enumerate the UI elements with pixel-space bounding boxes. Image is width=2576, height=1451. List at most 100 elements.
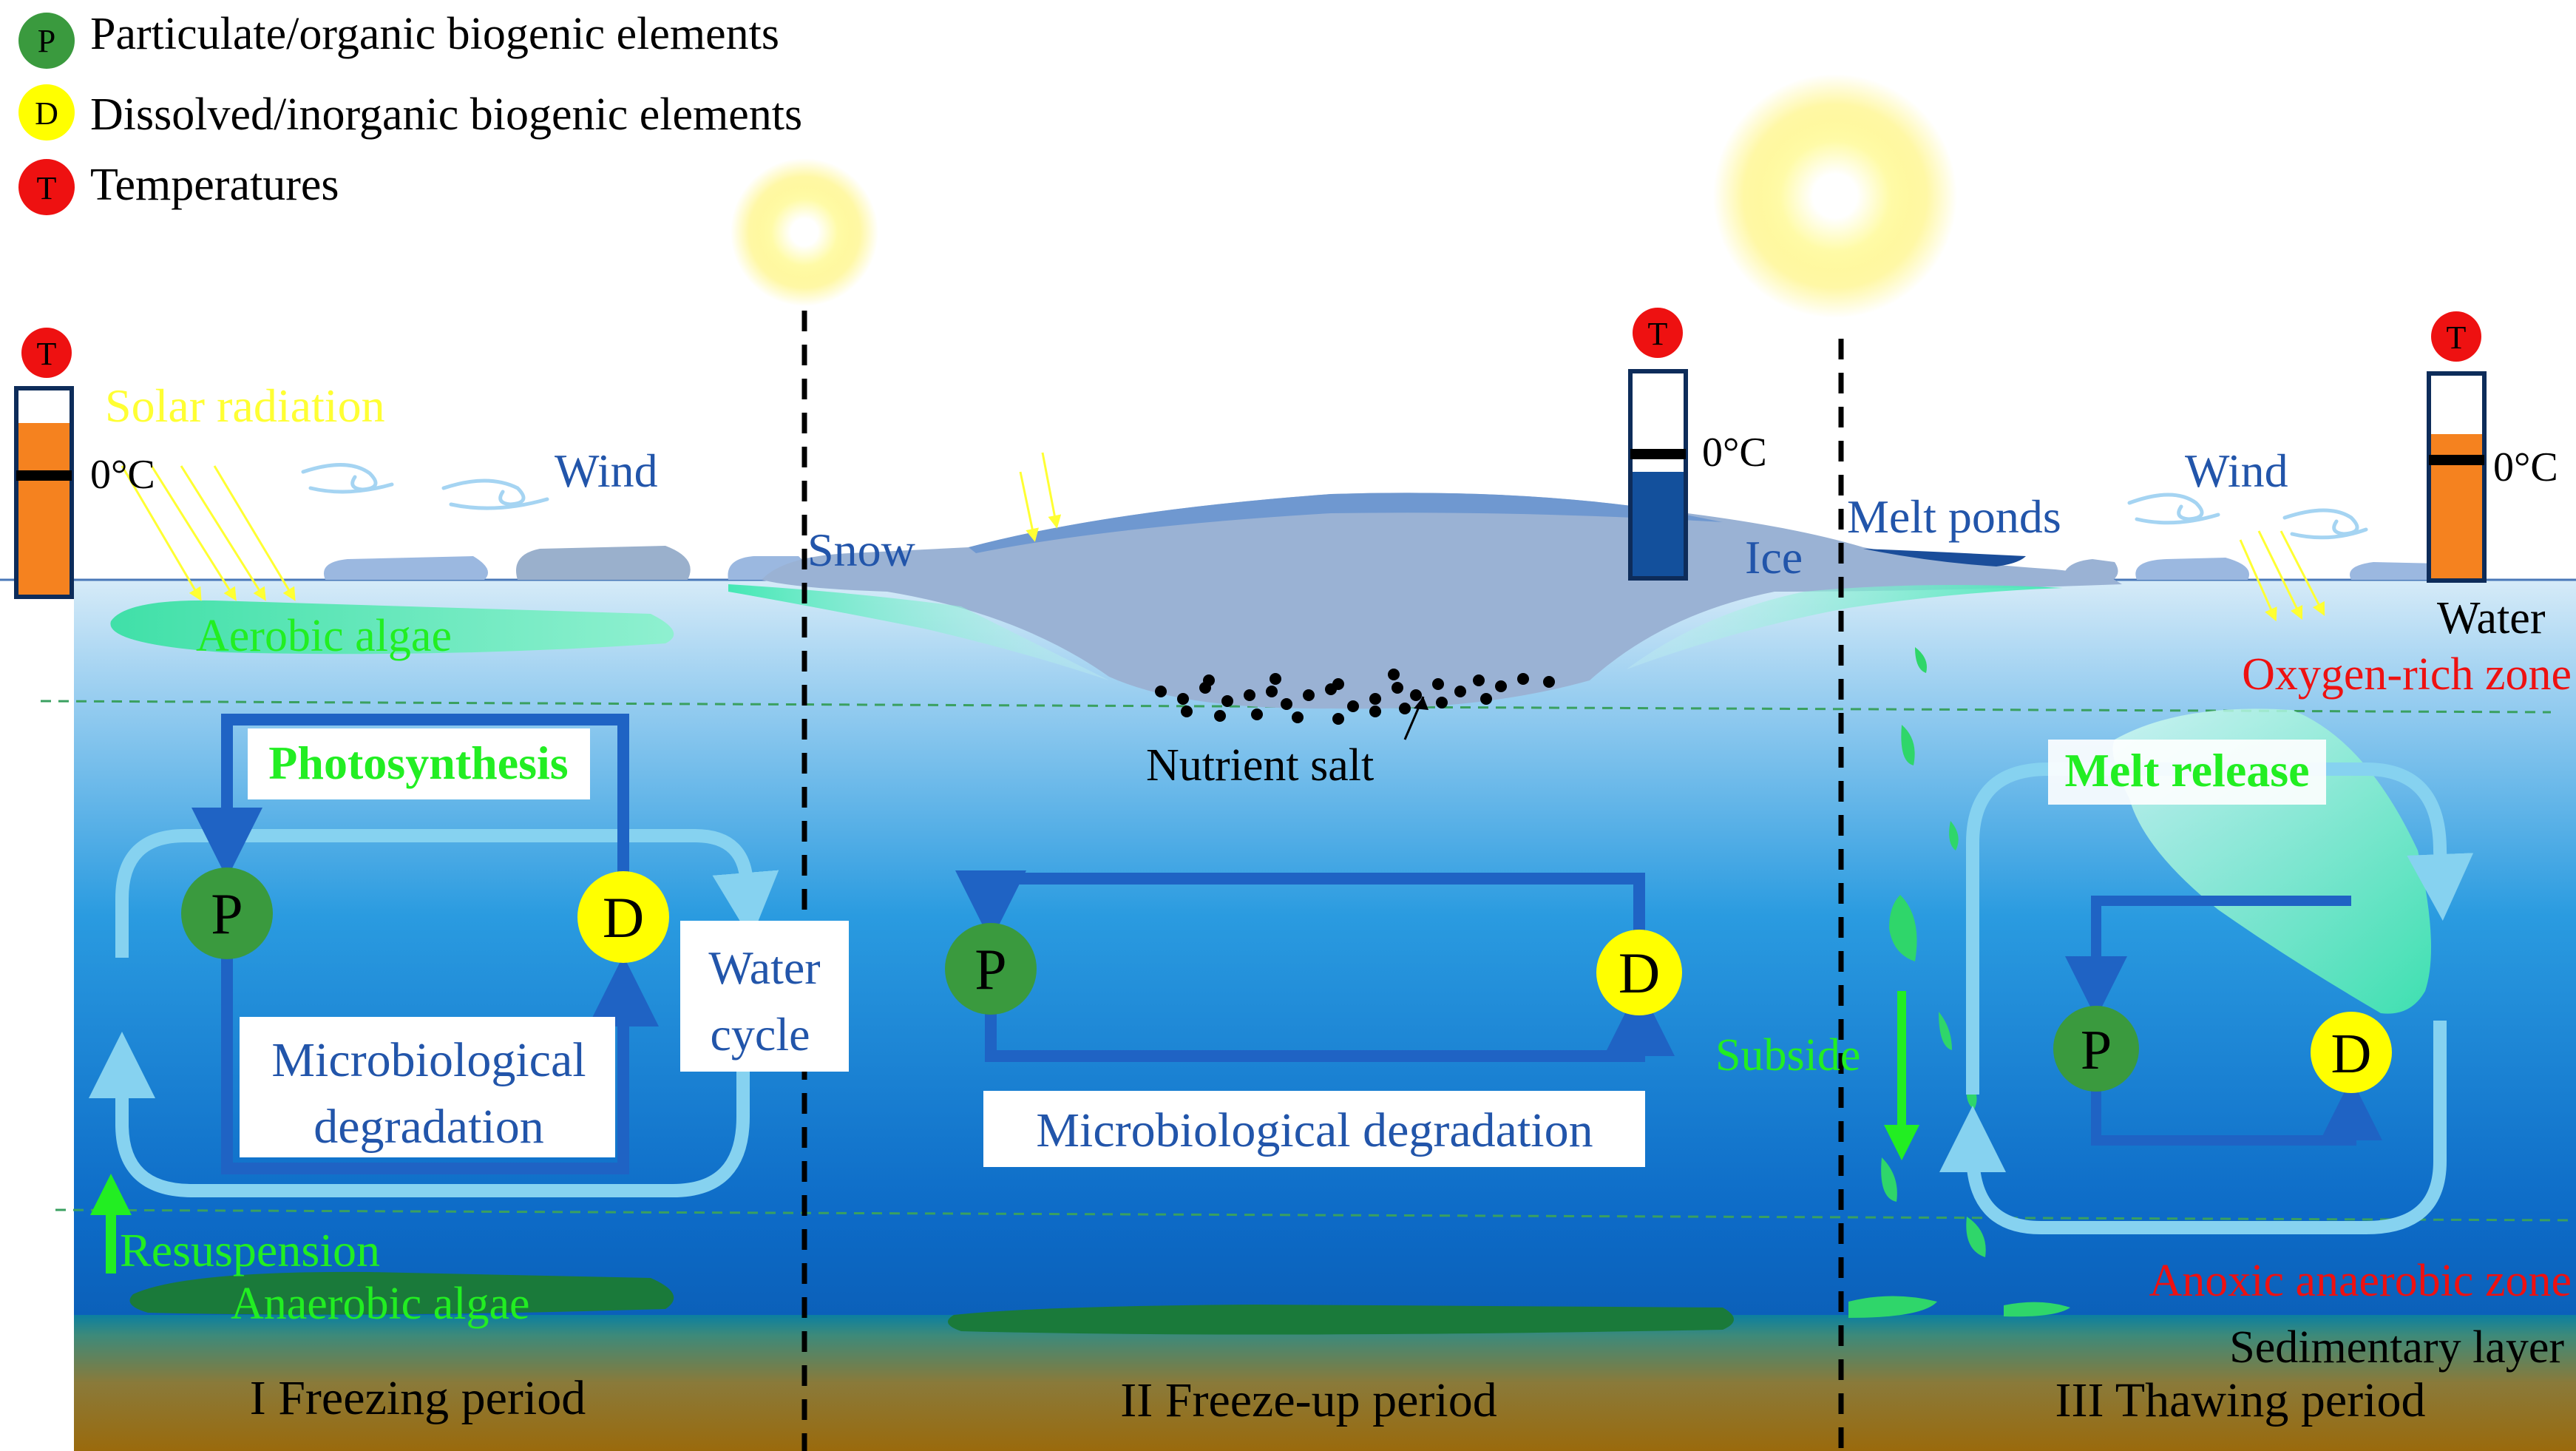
nutrient-salt-dot [1388,669,1400,680]
oxygen-rich-zone-label: Oxygen-rich zone [2242,649,2572,700]
d-node-label: D [2331,1023,2372,1085]
nutrient-salt-dot [1399,703,1411,714]
water-cycle-line2: cycle [711,1008,810,1061]
p-node-period-3: P [2053,1006,2139,1092]
resuspension-label: Resuspension [120,1224,380,1276]
nutrient-salt-dot [1332,678,1344,690]
nutrient-salt-dot [1281,698,1292,710]
nutrient-salt-dot [1369,706,1381,717]
nutrient-salt-dot [1432,678,1444,690]
nutrient-salt-dot [1454,686,1466,697]
nutrient-salt-dot [1270,673,1281,685]
nutrient-salt-label: Nutrient salt [1146,740,1374,791]
nutrient-salt-dot [1155,686,1167,697]
legend-t-label: Temperatures [90,160,339,210]
nutrient-salt-pointer-head [1414,697,1428,710]
period-label-freeze-up: II Freeze-up period [1120,1373,1497,1427]
melt-pond [1863,549,2026,566]
solar-rays-left [121,465,296,601]
d-node-period-1: D [577,871,669,963]
nutrient-salt-dot [1221,695,1233,707]
micro-deg-mid-label: Microbiological degradation [1036,1103,1593,1157]
water-cycle-loop-bottom [89,1013,750,1197]
legend-d-icon [18,84,75,141]
nutrient-salt-dot [1392,682,1403,694]
thermometer-left: T [14,328,74,599]
photosynthesis-arrow [191,714,629,891]
p-node-period-2: P [945,923,1037,1015]
temperature-icon [1633,308,1683,358]
degradation-arrow [221,956,659,1174]
period-label-freezing: I Freezing period [250,1371,586,1425]
nutrient-salt-dot [1303,689,1315,701]
nutrient-salt-dot [1251,708,1263,720]
legend-p-label: Particulate/organic biogenic elements [90,9,779,59]
nutrient-salt-dot [1495,680,1507,692]
ice-algae-right [1627,585,2063,669]
ice-floe [324,556,488,580]
sedimentary-layer-label: Sedimentary layer [2229,1322,2564,1373]
ice-floe [516,546,691,580]
nutrient-salt-dot [1517,673,1529,685]
water-cycle-box [680,921,849,1072]
nutrient-salt-dot [1410,689,1422,701]
period-label-thawing: III Thawing period [2055,1373,2426,1427]
legend-t-symbol: T [37,170,57,206]
p-node-label: P [975,937,1006,1001]
d-node-period-3: D [2311,1012,2392,1093]
wind-swirls-right [2127,493,2368,540]
ice-algae-left [728,584,1109,680]
d-node-label: D [603,885,644,950]
zero-celsius-middle: 0°C [1702,430,1767,476]
subsiding-algae [1848,647,2070,1318]
aerobic-algae-label: Aerobic algae [196,611,452,661]
anaerobic-algae-left [129,1271,674,1315]
micro-deg-left-line1: Microbiological [271,1033,586,1087]
sun-large [1713,74,1957,318]
ice-floe [2135,558,2249,580]
anaerobic-algae-label: Anaerobic algae [231,1279,529,1329]
thermometer-symbol: T [37,336,57,372]
thermometer-symbol: T [1648,316,1668,352]
d-node-label: D [1619,941,1660,1005]
thermometer-symbol: T [2447,319,2467,356]
nutrient-salt-dot [1543,676,1555,688]
subside-label: Subside [1715,1030,1860,1080]
p-node-period-1: P [181,867,273,959]
thermometer-right: T [2427,311,2487,583]
temperature-icon [21,328,72,378]
thaw-cycle-top [2065,896,2351,1018]
anoxic-zone-boundary [55,1208,2574,1222]
ice-label: Ice [1745,531,1803,584]
ice-sheet [762,493,2122,709]
snow-cover [969,493,1723,553]
freezeup-cycle-top [955,870,1645,954]
legend-d-label: Dissolved/inorganic biogenic elements [90,89,802,140]
anoxic-zone-label: Anoxic anaerobic zone [2149,1256,2572,1306]
thermometer-middle: T [1628,308,1688,581]
zero-celsius-right: 0°C [2493,444,2558,490]
melt-ponds-label: Melt ponds [1847,490,2061,543]
photosynthesis-box [248,728,590,799]
sediment-layer [74,1315,2576,1451]
oxygen-zone-boundary [40,700,2552,714]
legend-p-icon [18,13,75,69]
nutrient-salt-dot [1347,700,1359,712]
solar-rays-middle [1019,452,1062,542]
nutrient-salt-dot [1369,693,1381,705]
nutrient-salt-dot [1177,693,1189,705]
ice-floe [2063,559,2118,580]
ice-floe [2350,562,2447,580]
nutrient-salt-particles [1155,669,1555,725]
nutrient-salt-dot [1332,713,1344,725]
legend-d-symbol: D [35,95,58,132]
nutrient-salt-dot [1480,693,1492,705]
micro-deg-left-line2: degradation [313,1100,544,1154]
thaw-cycle-bottom [2091,1078,2382,1146]
thaw-water-cycle-bottom [1939,1021,2447,1234]
p-node-label: P [211,882,243,946]
nutrient-salt-dot [1181,706,1193,717]
water-cycle-line1: Water [708,941,820,994]
